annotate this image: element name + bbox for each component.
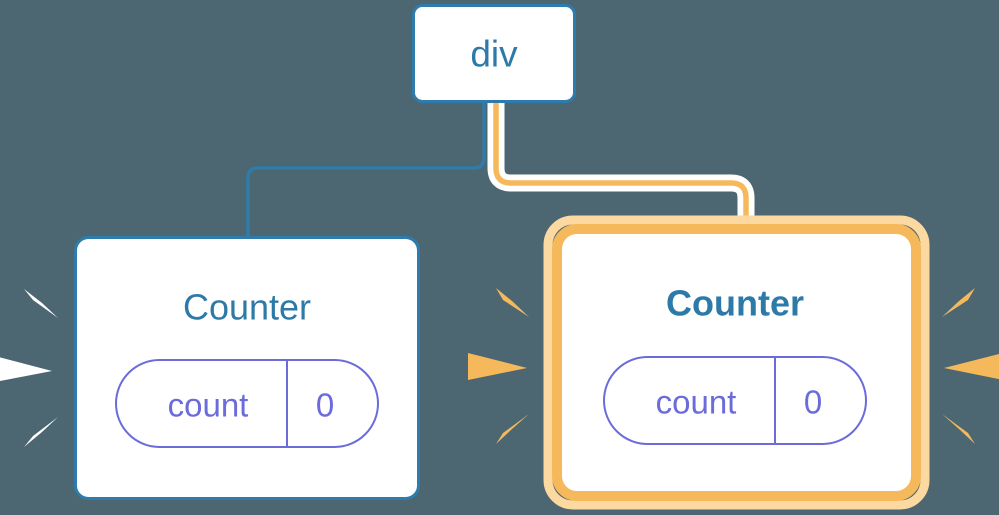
sparkle-ray-lower	[942, 414, 975, 444]
sparkle-group-right-orange	[942, 288, 999, 444]
counter-left-node[interactable]: Counter count 0	[74, 236, 420, 500]
sparkle-ray-upper	[496, 288, 529, 317]
div-node-label: div	[470, 34, 518, 75]
sparkle-ray-middle	[0, 357, 52, 382]
div-node-box	[412, 4, 576, 103]
counter-right-pill-outline	[603, 356, 867, 445]
counter-left-label: Counter	[183, 287, 311, 328]
sparkle-ray-middle	[944, 354, 999, 380]
sparkle-ray-upper	[942, 288, 975, 317]
counter-left-prop-name: count	[168, 387, 249, 424]
edge-div-to-right-counter	[487, 94, 755, 249]
counter-right-prop-name: count	[656, 384, 737, 421]
sparkle-ray-lower	[24, 417, 58, 447]
counter-right-prop-value: 0	[804, 384, 822, 421]
sparkle-group-left-white	[0, 289, 58, 447]
div-node[interactable]: div	[412, 4, 576, 103]
counter-right-label: Counter	[666, 283, 804, 324]
sparkle-ray-lower	[496, 414, 529, 444]
edge-div-to-left-counter	[246, 101, 486, 240]
counter-right-node[interactable]: Counter count 0	[543, 215, 930, 510]
counter-right-highlight-glow	[543, 215, 930, 510]
sparkle-ray-upper	[24, 289, 58, 318]
sparkle-group-middle-orange	[468, 288, 529, 444]
counter-left-prop-value: 0	[316, 387, 334, 424]
counter-left-prop-pill: count 0	[115, 359, 379, 448]
counter-right-prop-pill: count 0	[603, 356, 867, 445]
counter-left-pill-outline	[115, 359, 379, 448]
sparkle-ray-middle	[468, 353, 527, 380]
